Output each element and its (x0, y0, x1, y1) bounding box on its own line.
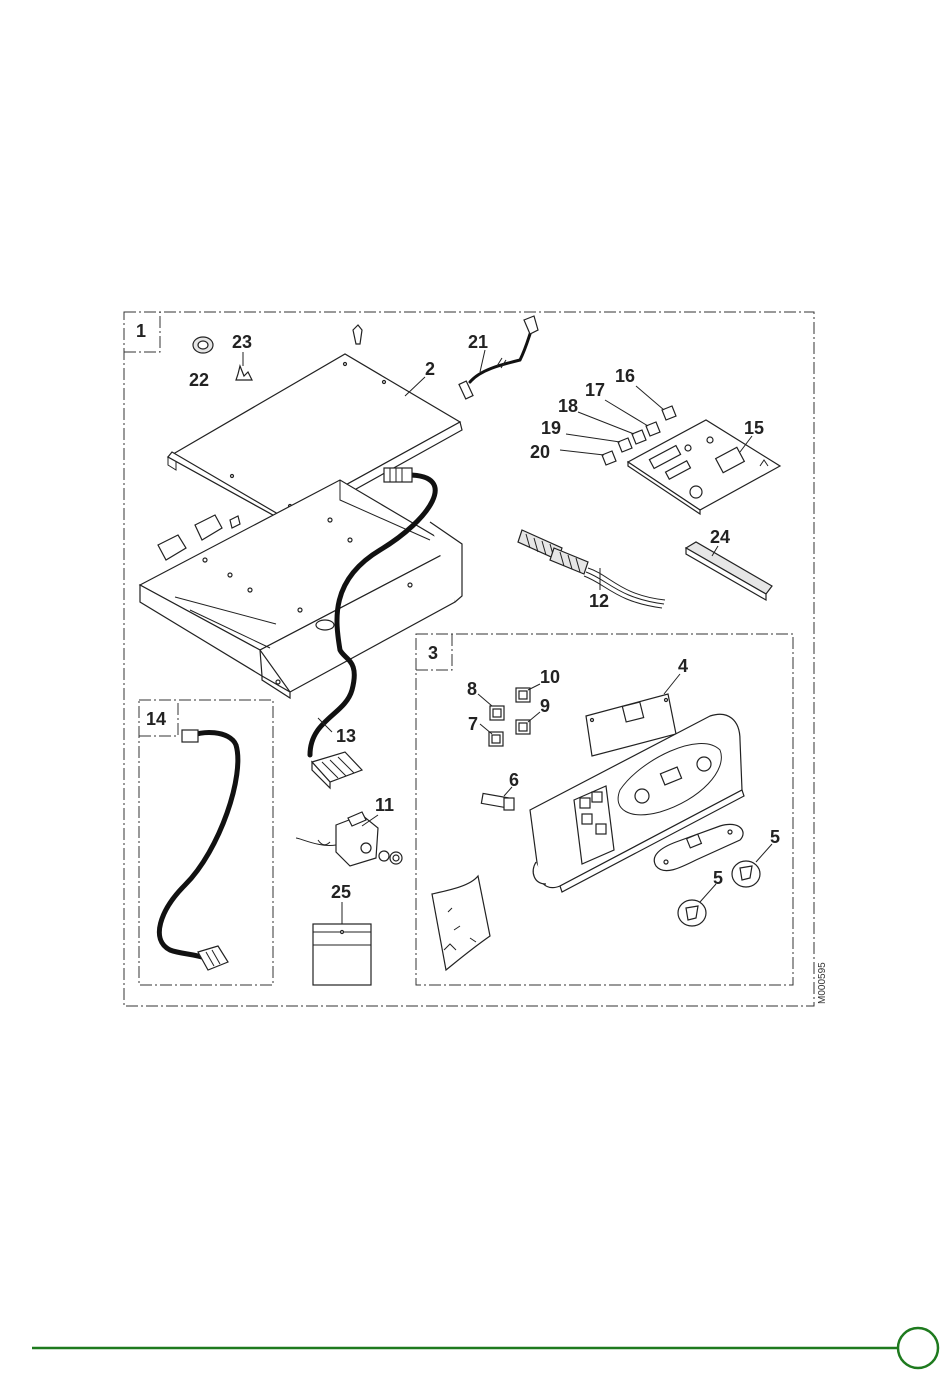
part-6-indicator (481, 793, 514, 810)
label-5b: 5 (770, 827, 780, 847)
page-marker-circle (898, 1328, 938, 1368)
label-5a: 5 (713, 868, 723, 888)
part-5-knob-a (678, 900, 706, 926)
label-12: 12 (589, 591, 609, 611)
reference-code: M000595 (817, 962, 828, 1004)
label-13: 13 (336, 726, 356, 746)
label-11: 11 (375, 795, 394, 815)
part-25-accessory-bag (313, 924, 371, 985)
label-7: 7 (468, 714, 478, 734)
part-7-switch (489, 732, 503, 746)
part-18-connector (632, 430, 646, 444)
label-3: 3 (428, 643, 438, 663)
part-17-connector (646, 422, 660, 436)
label-15: 15 (744, 418, 764, 438)
label-25: 25 (331, 882, 351, 902)
part-11-thermostat (296, 812, 402, 866)
label-8: 8 (467, 679, 477, 699)
part-19-connector (618, 438, 632, 452)
part-screw (353, 325, 362, 344)
label-4: 4 (678, 656, 688, 676)
part-side-flap (432, 876, 490, 970)
label-22: 22 (189, 370, 209, 390)
part-21-wire-lead (459, 316, 538, 399)
label-23: 23 (232, 332, 252, 352)
part-8-switch (490, 706, 504, 720)
label-1: 1 (136, 321, 146, 341)
label-18: 18 (558, 396, 578, 416)
part-10-switch (516, 688, 530, 702)
part-20-connector (602, 451, 616, 465)
part-22-grommet (193, 337, 213, 353)
label-10: 10 (540, 667, 560, 687)
part-5-knob-b (732, 861, 760, 887)
label-19: 19 (541, 418, 561, 438)
label-6: 6 (509, 770, 519, 790)
label-9: 9 (540, 696, 550, 716)
label-24: 24 (710, 527, 730, 547)
part-23-clip (236, 366, 252, 380)
part-chassis-tray (140, 480, 462, 698)
label-21: 21 (468, 332, 488, 352)
label-2: 2 (425, 359, 435, 379)
part-24-strip (686, 542, 772, 600)
part-16-connector (662, 406, 676, 420)
label-16: 16 (615, 366, 635, 386)
label-14: 14 (146, 709, 166, 729)
part-9-switch (516, 720, 530, 734)
label-20: 20 (530, 442, 550, 462)
part-14-cable (159, 730, 237, 970)
label-17: 17 (585, 380, 605, 400)
